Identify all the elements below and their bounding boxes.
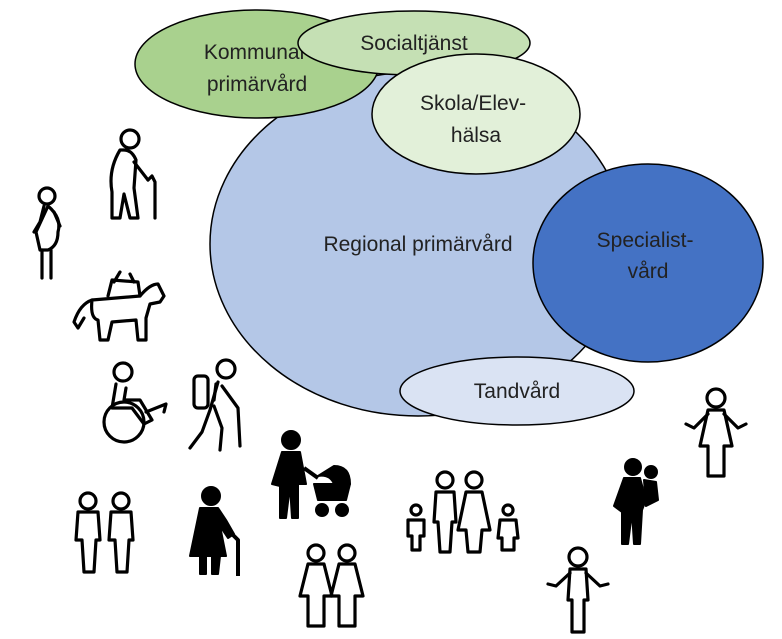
tandvard-circle: Tandvård [399,356,635,426]
woman-shrugging-icon [684,387,748,478]
elderly-woman-with-cane-icon [189,486,240,576]
specialistvard-label: Specialist- vård [597,229,700,283]
regional-primarvard-label: Regional primärvård [323,233,512,256]
man-shrugging-icon [546,546,610,634]
tandvard-label: Tandvård [474,380,560,403]
parent-carrying-child-icon [613,458,659,545]
two-women-icon [298,543,365,628]
specialistvard-shape [532,163,764,363]
pregnant-woman-icon [32,186,62,280]
kommunal-primarvard-label: Kommunal primärvård [204,41,310,96]
elderly-man-with-cane-icon [109,128,157,220]
wheelchair-user-icon [102,361,168,444]
tandvard-shape [399,356,635,426]
skola-elevhalsa-label: Skola/Elev- hälsa [420,92,532,147]
parent-with-stroller-icon [271,430,351,519]
socialtjanst-label: Socialtjänst [360,32,468,55]
hiker-icon [188,358,242,452]
two-men-icon [74,491,135,574]
specialistvard-circle: Specialist- vård [532,163,764,363]
family-icon [406,470,520,554]
guide-dog-icon [72,270,166,342]
skola-elevhalsa-circle: Skola/Elev- hälsa [371,53,581,175]
skola-elevhalsa-shape [371,53,581,175]
